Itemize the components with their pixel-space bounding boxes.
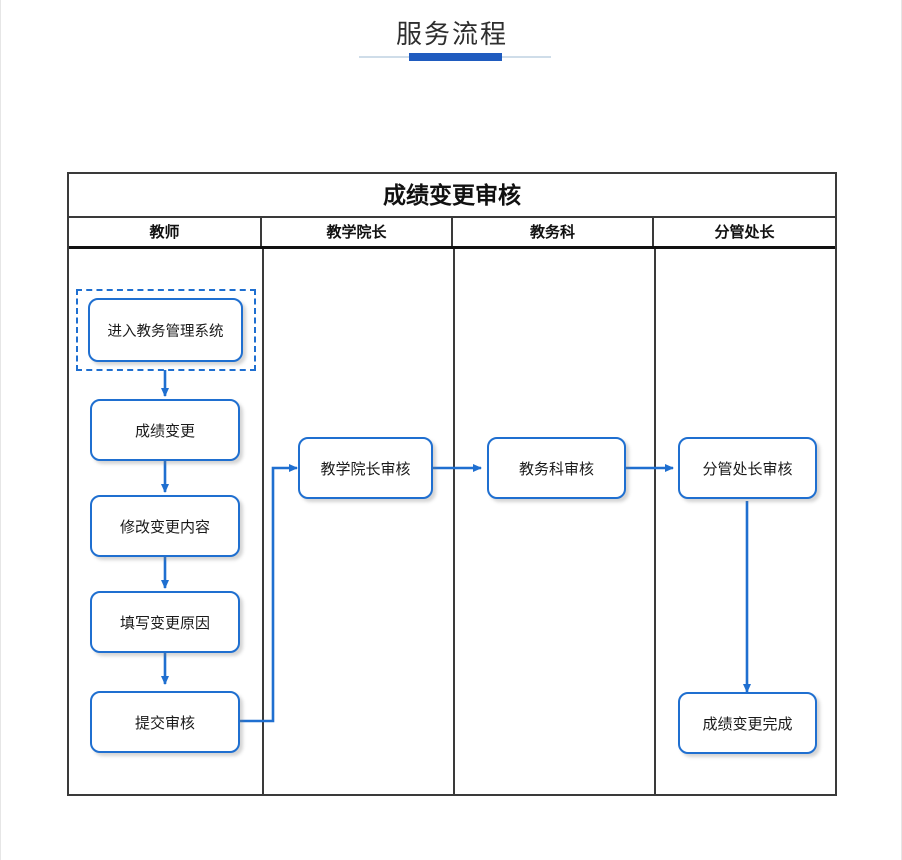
- lane-divider-3: [654, 249, 656, 794]
- diagram-title: 成绩变更审核: [69, 174, 835, 218]
- node-change-completed[interactable]: 成绩变更完成: [678, 692, 817, 754]
- node-director-review[interactable]: 分管处长审核: [678, 437, 817, 499]
- swimlane-header-row: 教师 教学院长 教务科 分管处长: [69, 218, 835, 249]
- node-edit-change-content[interactable]: 修改变更内容: [90, 495, 240, 557]
- node-enter-system[interactable]: 进入教务管理系统: [88, 298, 243, 362]
- page-title: 服务流程: [395, 20, 508, 50]
- lane-header-dean: 教学院长: [262, 218, 453, 246]
- node-registrar-review[interactable]: 教务科审核: [487, 437, 626, 499]
- lane-divider-2: [453, 249, 455, 794]
- node-dean-review[interactable]: 教学院长审核: [298, 437, 433, 499]
- lane-header-director: 分管处长: [714, 223, 775, 241]
- node-fill-change-reason[interactable]: 填写变更原因: [90, 591, 240, 653]
- node-submit-review[interactable]: 提交审核: [90, 691, 240, 753]
- lane-header-teacher: 教师: [69, 218, 262, 246]
- lane-header-registrar: 教务科: [453, 218, 654, 246]
- node-grade-change[interactable]: 成绩变更: [90, 399, 240, 461]
- lane-divider-1: [262, 249, 264, 794]
- title-rule-accent: [409, 53, 502, 61]
